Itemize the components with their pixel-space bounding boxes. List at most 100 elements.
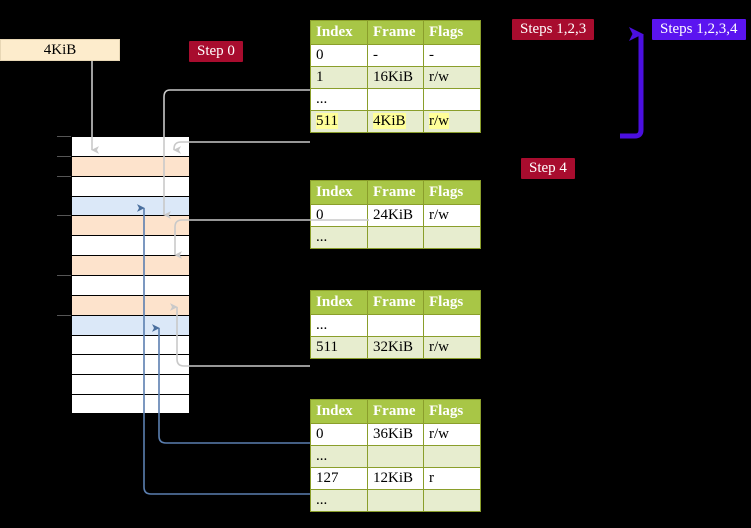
physical-memory-grid bbox=[71, 136, 190, 414]
flags-cell: r bbox=[423, 467, 481, 490]
frame-cell: - bbox=[367, 44, 424, 67]
memory-frame-row bbox=[71, 354, 190, 375]
memory-frame-row bbox=[71, 334, 190, 355]
table-row: 511 4KiB r/w bbox=[310, 110, 481, 133]
frame-cell: 16KiB bbox=[367, 66, 424, 89]
memory-tick bbox=[57, 136, 71, 137]
table-header-row: Index Frame Flags bbox=[310, 290, 481, 315]
flags-cell bbox=[423, 489, 481, 512]
frame-cell: 4KiB bbox=[367, 110, 424, 133]
arrow-l4-4kib-to-memory bbox=[173, 141, 310, 154]
memory-frame-row bbox=[71, 235, 190, 256]
memory-frame-row bbox=[71, 374, 190, 395]
arrow-l2-32kib-to-memory bbox=[170, 303, 310, 367]
flags-cell: r/w bbox=[423, 110, 481, 133]
highlighted-value: r/w bbox=[429, 113, 449, 129]
flags-cell bbox=[423, 88, 481, 111]
badge-step-0: Step 0 bbox=[189, 41, 243, 62]
memory-size-label: 4KiB bbox=[0, 39, 120, 61]
column-header-index: Index bbox=[310, 399, 368, 424]
flags-cell bbox=[423, 445, 481, 468]
frame-cell bbox=[367, 445, 424, 468]
table-row: ... bbox=[310, 226, 481, 249]
frame-cell: 36KiB bbox=[367, 423, 424, 446]
frame-cell bbox=[367, 314, 424, 337]
highlighted-value: 511 bbox=[316, 113, 338, 129]
column-header-frame: Frame bbox=[367, 399, 424, 424]
flags-cell: r/w bbox=[423, 66, 481, 89]
memory-tick bbox=[57, 176, 71, 177]
frame-cell bbox=[367, 489, 424, 512]
badge-step-4: Step 4 bbox=[521, 158, 575, 179]
memory-frame-row bbox=[71, 255, 190, 275]
table-row: ... bbox=[310, 445, 481, 468]
memory-tick bbox=[57, 156, 71, 157]
column-header-flags: Flags bbox=[423, 290, 481, 315]
table-header-row: Index Frame Flags bbox=[310, 180, 481, 205]
table-row: ... bbox=[310, 88, 481, 111]
memory-frame-row bbox=[71, 294, 190, 315]
index-cell: ... bbox=[310, 314, 368, 337]
table-header-row: Index Frame Flags bbox=[310, 399, 481, 424]
column-header-index: Index bbox=[310, 180, 368, 205]
index-cell: 511 bbox=[310, 110, 368, 133]
index-cell: 0 bbox=[310, 204, 368, 227]
memory-tick bbox=[57, 275, 71, 276]
column-header-frame: Frame bbox=[367, 180, 424, 205]
column-header-index: Index bbox=[310, 20, 368, 45]
frame-cell bbox=[367, 88, 424, 111]
table-row: ... bbox=[310, 314, 481, 337]
memory-frame-row bbox=[71, 155, 190, 176]
arrow-steps-1234-hook bbox=[620, 27, 644, 139]
highlighted-value: 4KiB bbox=[373, 113, 406, 129]
flags-cell: r/w bbox=[423, 336, 481, 359]
index-cell: ... bbox=[310, 88, 368, 111]
column-header-flags: Flags bbox=[423, 180, 481, 205]
column-header-index: Index bbox=[310, 290, 368, 315]
frame-cell: 12KiB bbox=[367, 467, 424, 490]
memory-frame-row bbox=[71, 215, 190, 236]
index-cell: ... bbox=[310, 226, 368, 249]
column-header-frame: Frame bbox=[367, 20, 424, 45]
index-cell: ... bbox=[310, 445, 368, 468]
flags-cell: r/w bbox=[423, 204, 481, 227]
table-header-row: Index Frame Flags bbox=[310, 20, 481, 45]
badge-steps-123: Steps 1,2,3 bbox=[512, 19, 595, 40]
flags-cell bbox=[423, 226, 481, 249]
memory-tick bbox=[57, 215, 71, 216]
index-cell: ... bbox=[310, 489, 368, 512]
column-header-flags: Flags bbox=[423, 399, 481, 424]
table-row: ... bbox=[310, 489, 481, 512]
flags-cell: - bbox=[423, 44, 481, 67]
flags-cell: r/w bbox=[423, 423, 481, 446]
memory-frame-row bbox=[71, 175, 190, 196]
index-cell: 511 bbox=[310, 336, 368, 359]
index-cell: 0 bbox=[310, 423, 368, 446]
table-row: 0-- bbox=[310, 44, 481, 67]
memory-frame-row bbox=[71, 136, 190, 156]
flags-cell bbox=[423, 314, 481, 337]
frame-cell: 24KiB bbox=[367, 204, 424, 227]
memory-frame-row bbox=[71, 275, 190, 295]
frame-cell bbox=[367, 226, 424, 249]
index-cell: 0 bbox=[310, 44, 368, 67]
frame-cell: 32KiB bbox=[367, 336, 424, 359]
index-cell: 1 bbox=[310, 66, 368, 89]
memory-frame-row bbox=[71, 314, 190, 335]
index-cell: 127 bbox=[310, 467, 368, 490]
memory-tick bbox=[57, 315, 71, 316]
memory-frame-row bbox=[71, 195, 190, 216]
